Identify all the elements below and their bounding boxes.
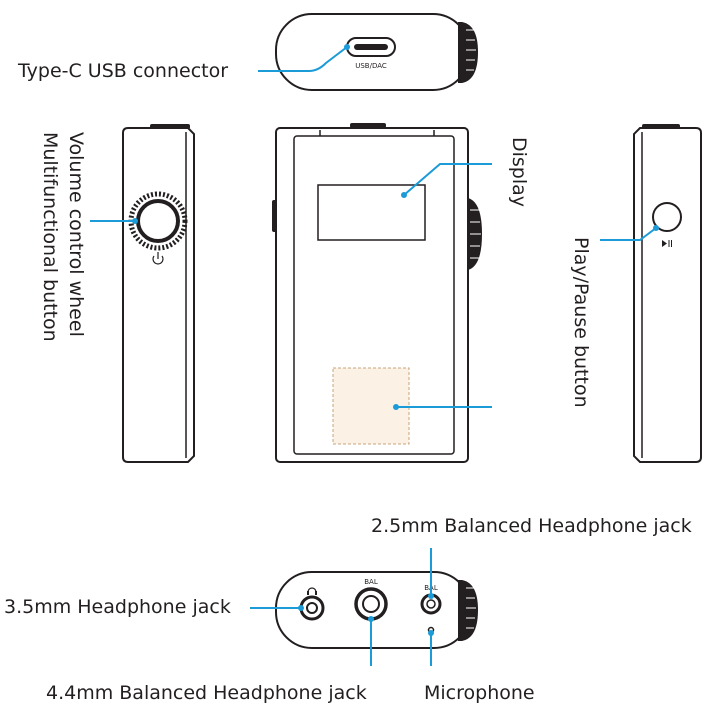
- bottom-view: BAL BAL: [275, 571, 478, 649]
- headphone-icon: [307, 587, 317, 595]
- volume-wheel-label: Volume control wheel: [65, 132, 87, 337]
- balanced-25mm-label: 2.5mm Balanced Headphone jack: [371, 515, 692, 537]
- leader-lines: [90, 44, 659, 666]
- play-pause-label: Play/Pause button: [570, 237, 592, 408]
- top-view: USB/DAC: [275, 13, 478, 91]
- display-label: Display: [508, 137, 530, 208]
- power-icon: [152, 252, 164, 265]
- volume-control-wheel: [128, 191, 188, 251]
- jack-35mm-label: 3.5mm Headphone jack: [4, 596, 231, 618]
- front-view: [272, 123, 482, 463]
- play-pause-button: [652, 202, 682, 232]
- microphone-label: Microphone: [424, 682, 535, 704]
- play-pause-icon: [662, 240, 672, 247]
- right-side-view: [633, 124, 702, 463]
- jack-35mm: [299, 595, 325, 621]
- bal-44-mark: BAL: [364, 578, 378, 586]
- balanced-44mm-label: 4.4mm Balanced Headphone jack: [46, 682, 367, 704]
- display-screen: [317, 184, 426, 241]
- usb-port-mark: USB/DAC: [355, 62, 387, 70]
- left-side-view: [122, 124, 195, 463]
- multifunction-button-label: Multifunctional button: [39, 132, 61, 342]
- jack-44mm-balanced: [354, 587, 388, 621]
- usb-connector-label: Type-C USB connector: [18, 60, 229, 82]
